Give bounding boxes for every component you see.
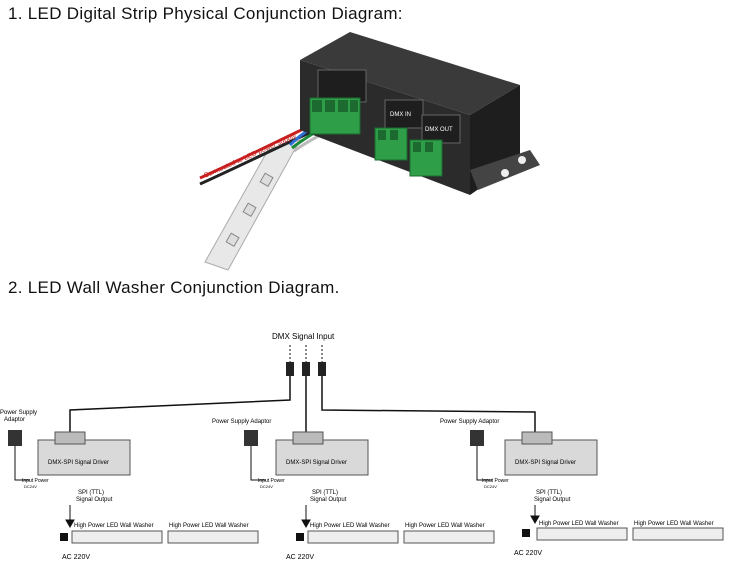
wall-washer-row-1: High Power LED Wall Washer High Power LE… (71, 523, 259, 544)
psu-cable-3 (476, 446, 492, 481)
psu-adaptor-1 (8, 430, 22, 446)
washer-label-2a: High Power LED Wall Washer (310, 523, 390, 529)
spi-label-3: SPI (TTL) (536, 490, 562, 496)
dmx-input-leads (289, 345, 323, 362)
input-power-label-1: Input Power (22, 478, 49, 484)
wall-washer-row-3: High Power LED Wall Washer High Power LE… (536, 521, 724, 541)
driver-unit-2: DMX-SPI Signal Driver Input Power DC24V … (258, 431, 369, 503)
psu-label-left-1: Power Supply (0, 410, 37, 416)
output-arrows (65, 505, 540, 529)
signal-output-label-3: Signal Output (534, 497, 571, 503)
psu-cable-2 (250, 446, 266, 481)
driver-label-1: DMX-SPI Signal Driver (48, 460, 109, 466)
ac-label-3: AC 220V (514, 550, 542, 557)
psu-adaptor-3 (470, 430, 484, 446)
wall-washer-row-2: High Power LED Wall Washer High Power LE… (307, 523, 495, 544)
driver-unit-3: DMX-SPI Signal Driver Input Power DC24V … (482, 431, 598, 503)
dmx-signal-input-label: DMX Signal Input (272, 332, 335, 341)
driver-label-3: DMX-SPI Signal Driver (515, 460, 576, 466)
input-power-label-2: Input Power (258, 478, 285, 484)
psu-label-left-2: Adaptor (4, 417, 25, 423)
washer-label-1b: High Power LED Wall Washer (169, 523, 249, 529)
ac-plug-icons (60, 529, 530, 541)
dmx-out-label: DMX OUT (425, 127, 453, 133)
washer-label-2b: High Power LED Wall Washer (405, 523, 485, 529)
input-power-value-2: DC24V (260, 484, 273, 489)
washer-label-1a: High Power LED Wall Washer (74, 523, 154, 529)
washer-label-3a: High Power LED Wall Washer (539, 521, 619, 527)
signal-output-label-1: Signal Output (76, 497, 113, 503)
psu-label-3: Power Supply Adaptor (440, 419, 499, 425)
ac-label-2: AC 220V (286, 554, 314, 561)
section-1-heading: 1. LED Digital Strip Physical Conjunctio… (8, 4, 403, 23)
spi-label-2: SPI (TTL) (312, 490, 338, 496)
led-strip-device-illustration: Connected to LED power supply DMX IN DMX… (199, 32, 540, 271)
washer-label-3b: High Power LED Wall Washer (634, 521, 714, 527)
driver-label-2: DMX-SPI Signal Driver (286, 460, 347, 466)
led-strip (204, 139, 302, 271)
input-power-value-1: DC24V (24, 484, 37, 489)
psu-cable-1 (14, 446, 30, 481)
input-power-value-3: DC24V (484, 484, 497, 489)
dmx-in-label: DMX IN (390, 112, 411, 118)
input-power-label-3: Input Power (482, 478, 509, 484)
section-2-heading: 2. LED Wall Washer Conjunction Diagram. (8, 278, 340, 297)
ac-label-1: AC 220V (62, 554, 90, 561)
xlr-connectors (286, 362, 326, 376)
terminal-blocks (309, 97, 443, 177)
psu-adaptor-2 (244, 430, 258, 446)
signal-output-label-2: Signal Output (310, 497, 347, 503)
psu-label-2: Power Supply Adaptor (212, 419, 271, 425)
driver-unit-1: DMX-SPI Signal Driver Input Power DC24V … (22, 431, 131, 503)
spi-label-1: SPI (TTL) (78, 490, 104, 496)
